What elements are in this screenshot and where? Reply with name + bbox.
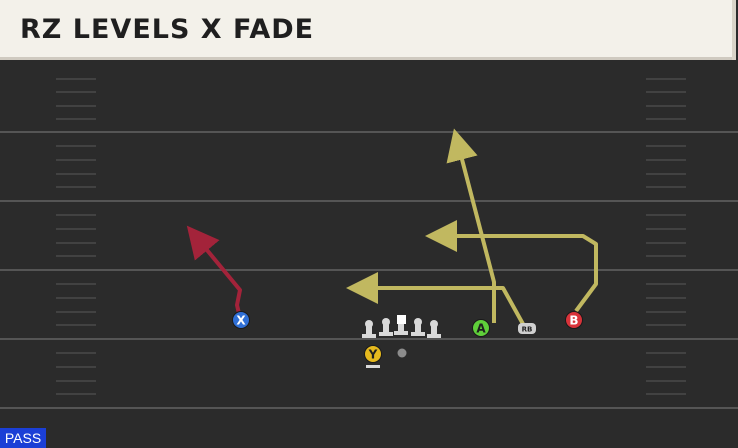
quarterback-marker [397, 348, 407, 358]
title-bar-edge [732, 0, 736, 60]
player-x[interactable]: X [232, 311, 250, 329]
route-a-post [446, 128, 496, 323]
lineman-right-guard [411, 318, 425, 336]
play-title: RZ LEVELS X FADE [20, 14, 315, 45]
lineman-center [394, 315, 408, 335]
player-rb[interactable]: RB [518, 323, 536, 334]
lineman-left-tackle [362, 320, 376, 338]
play-type-badge: PASS [0, 428, 46, 448]
player-y-label: Y [368, 348, 378, 362]
lineman-left-guard [379, 318, 393, 336]
lineman-right-tackle [427, 320, 441, 338]
player-a-label: A [476, 322, 486, 336]
route-rb-in [346, 272, 525, 325]
player-y[interactable]: Y [364, 345, 382, 369]
offensive-line [362, 315, 441, 338]
hash-marks-right [646, 78, 686, 395]
yard-lines [0, 131, 738, 409]
player-b-label: B [569, 314, 578, 328]
player-b[interactable]: B [565, 311, 583, 329]
player-a[interactable]: A [472, 319, 490, 337]
hash-marks-left [56, 78, 96, 395]
play-title-bar: RZ LEVELS X FADE [0, 0, 736, 60]
player-x-label: X [236, 314, 246, 328]
route-x-fade [186, 225, 242, 319]
player-rb-label: RB [522, 326, 533, 334]
play-diagram: X Y A RB B [0, 78, 738, 409]
route-b-in [425, 220, 598, 313]
